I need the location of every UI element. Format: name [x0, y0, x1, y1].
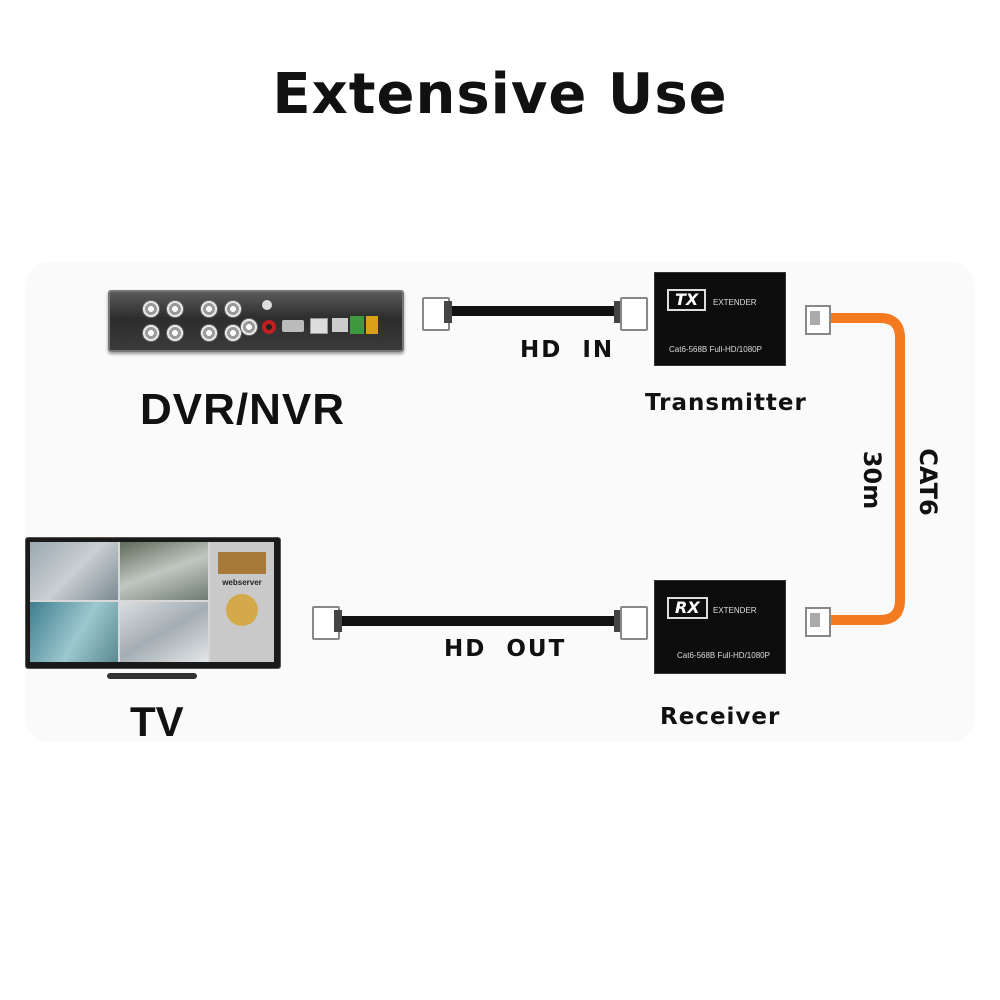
receiver-device: RX EXTENDER Cat6-568B Full-HD/1080P [654, 580, 786, 674]
bnc-port [240, 318, 258, 336]
audio-port [262, 300, 272, 310]
transmitter-logo-group: TX EXTENDER [667, 289, 759, 313]
hdmi-plug [620, 606, 648, 640]
receiver-logo: RX [667, 597, 708, 619]
transmitter-logo-sub: EXTENDER [713, 298, 757, 307]
usb-port [332, 318, 348, 332]
tv-device: webserver [25, 537, 281, 687]
bnc-port [166, 324, 184, 342]
dvr-device [108, 290, 404, 352]
hdmi-plug-collar [444, 301, 452, 323]
hdmi-plug-collar [614, 301, 622, 323]
audio-port [262, 320, 276, 334]
webserver-text: webserver [222, 578, 262, 587]
receiver-logo-sub: EXTENDER [713, 606, 757, 615]
camera-feed [30, 542, 118, 600]
hdmi-plug [620, 297, 648, 331]
transmitter-label: Transmitter [645, 390, 807, 416]
ptz-control [226, 594, 258, 626]
hd-out-label: HD OUT [444, 636, 567, 662]
hd-in-label: HD IN [520, 337, 615, 363]
terminal-block [350, 316, 364, 334]
transmitter-device: TX EXTENDER Cat6-568B Full-HD/1080P [654, 272, 786, 366]
hdmi-plug-collar [614, 610, 622, 632]
transmitter-model: Cat6-568B Full-HD/1080P [669, 345, 762, 354]
receiver-model: Cat6-568B Full-HD/1080P [677, 651, 770, 660]
hdmi-cable-in-wire [452, 306, 618, 316]
control-buttons [218, 552, 266, 574]
receiver-logo-group: RX EXTENDER [667, 597, 759, 621]
power-port [366, 316, 378, 334]
rj45-plug-contacts [810, 311, 820, 325]
hdmi-plug-collar [334, 610, 342, 632]
dvr-bnc-port-group [124, 298, 254, 344]
cat6-label: CAT6 [914, 448, 942, 516]
bnc-port [166, 300, 184, 318]
bnc-port [142, 300, 160, 318]
bnc-port [142, 324, 160, 342]
rj45-plug-contacts [810, 613, 820, 627]
hdmi-cable-out-wire [342, 616, 618, 626]
camera-feed [30, 602, 118, 662]
bnc-port [200, 324, 218, 342]
bnc-port [200, 300, 218, 318]
cat6-cable [830, 313, 905, 625]
cable-length-label: 30m [858, 450, 886, 510]
camera-feed [120, 542, 208, 600]
tv-stand [107, 673, 197, 679]
bnc-port [224, 300, 242, 318]
camera-feed [120, 602, 208, 662]
tv-screen: webserver [30, 542, 274, 662]
dvr-label: DVR/NVR [140, 385, 346, 434]
rj45-plug [805, 305, 831, 335]
receiver-label: Receiver [660, 704, 781, 730]
bnc-port [224, 324, 242, 342]
tv-label: TV [130, 698, 184, 745]
transmitter-logo: TX [667, 289, 707, 311]
page-title: Extensive Use [272, 62, 728, 127]
lan-port [310, 318, 328, 334]
control-panel: webserver [210, 542, 274, 662]
vga-port [282, 320, 304, 332]
